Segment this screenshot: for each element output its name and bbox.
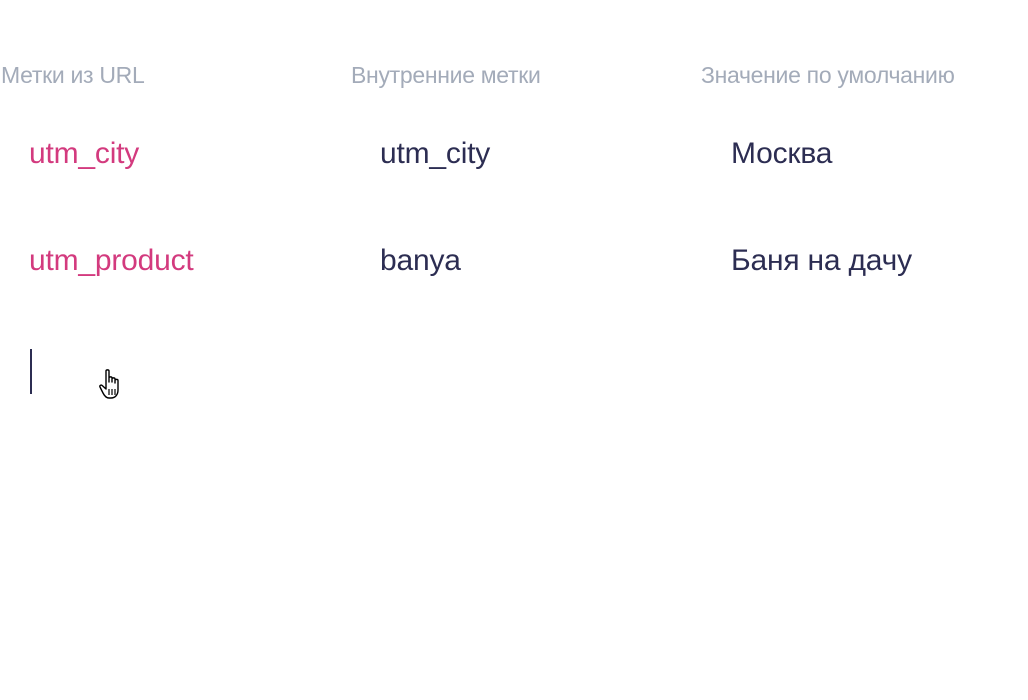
row-1-url-tag[interactable]: utm_city bbox=[29, 137, 140, 170]
column-header-url-tags: Метки из URL bbox=[1, 62, 145, 88]
row-2-url-tag[interactable]: utm_product bbox=[29, 244, 194, 277]
column-header-default-value: Значение по умолчанию bbox=[701, 62, 955, 88]
row-1-default-value[interactable]: Москва bbox=[731, 137, 833, 170]
hand-pointer-cursor-icon bbox=[98, 368, 130, 402]
row-1-internal-tag[interactable]: utm_city bbox=[380, 137, 491, 170]
column-header-internal-tags: Внутренние метки bbox=[351, 62, 541, 88]
new-url-tag-input[interactable] bbox=[29, 352, 329, 392]
row-2-default-value[interactable]: Баня на дачу bbox=[731, 244, 912, 277]
row-2-internal-tag[interactable]: banya bbox=[380, 244, 461, 277]
text-caret bbox=[30, 349, 32, 394]
